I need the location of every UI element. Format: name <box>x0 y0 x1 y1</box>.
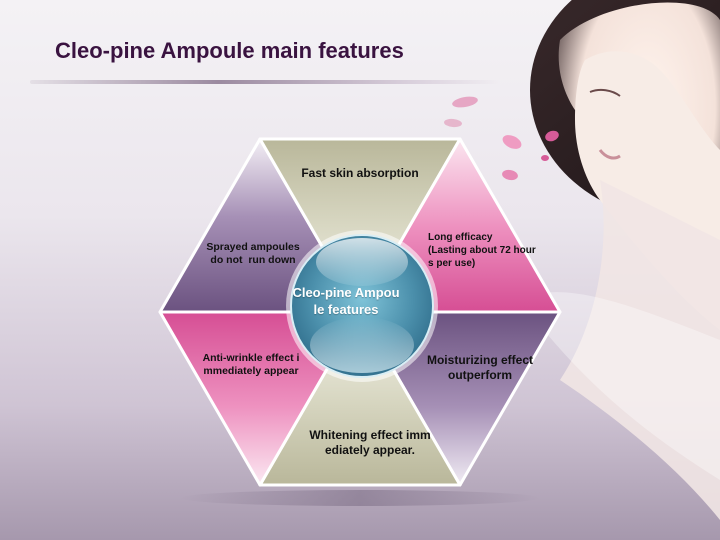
feature-label-bottom: Whitening effect imm ediately appear. <box>302 428 438 459</box>
center-orb <box>286 230 438 382</box>
feature-line: Whitening effect imm <box>309 428 431 442</box>
feature-line: Fast skin absorption <box>301 166 419 180</box>
title-underline <box>30 80 500 84</box>
feature-line: ediately appear. <box>324 443 416 458</box>
feature-line: outperform <box>448 368 512 383</box>
feature-line: do not run down <box>210 254 296 267</box>
feature-line: s per use) <box>428 257 476 269</box>
feature-line: Long efficacy <box>428 232 493 243</box>
woman-face-decoration <box>520 0 720 520</box>
petals-decoration <box>444 96 559 181</box>
feature-line: Sprayed ampoules <box>206 241 300 253</box>
feature-label-top: Fast skin absorption <box>290 166 430 181</box>
feature-label-lower-left: Anti-wrinkle effect i mmediately appear <box>193 352 309 379</box>
feature-line: (Lasting about 72 hour <box>428 244 536 256</box>
feature-line: mmediately appear <box>203 365 299 378</box>
feature-label-upper-right: Long efficacy (Lasting about 72 hour s p… <box>428 232 548 270</box>
center-label: Cleo-pine Ampou le features <box>283 285 409 318</box>
feature-label-upper-left: Sprayed ampoules do not run down <box>195 241 311 268</box>
slide-title: Cleo-pine Ampoule main features <box>55 38 404 63</box>
center-line: le features <box>313 301 379 317</box>
feature-label-lower-right: Moisturizing effect outperform <box>418 353 542 384</box>
center-line: Cleo-pine Ampou <box>292 285 400 300</box>
feature-line: Anti-wrinkle effect i <box>202 352 300 364</box>
feature-line: Moisturizing effect <box>426 353 533 367</box>
